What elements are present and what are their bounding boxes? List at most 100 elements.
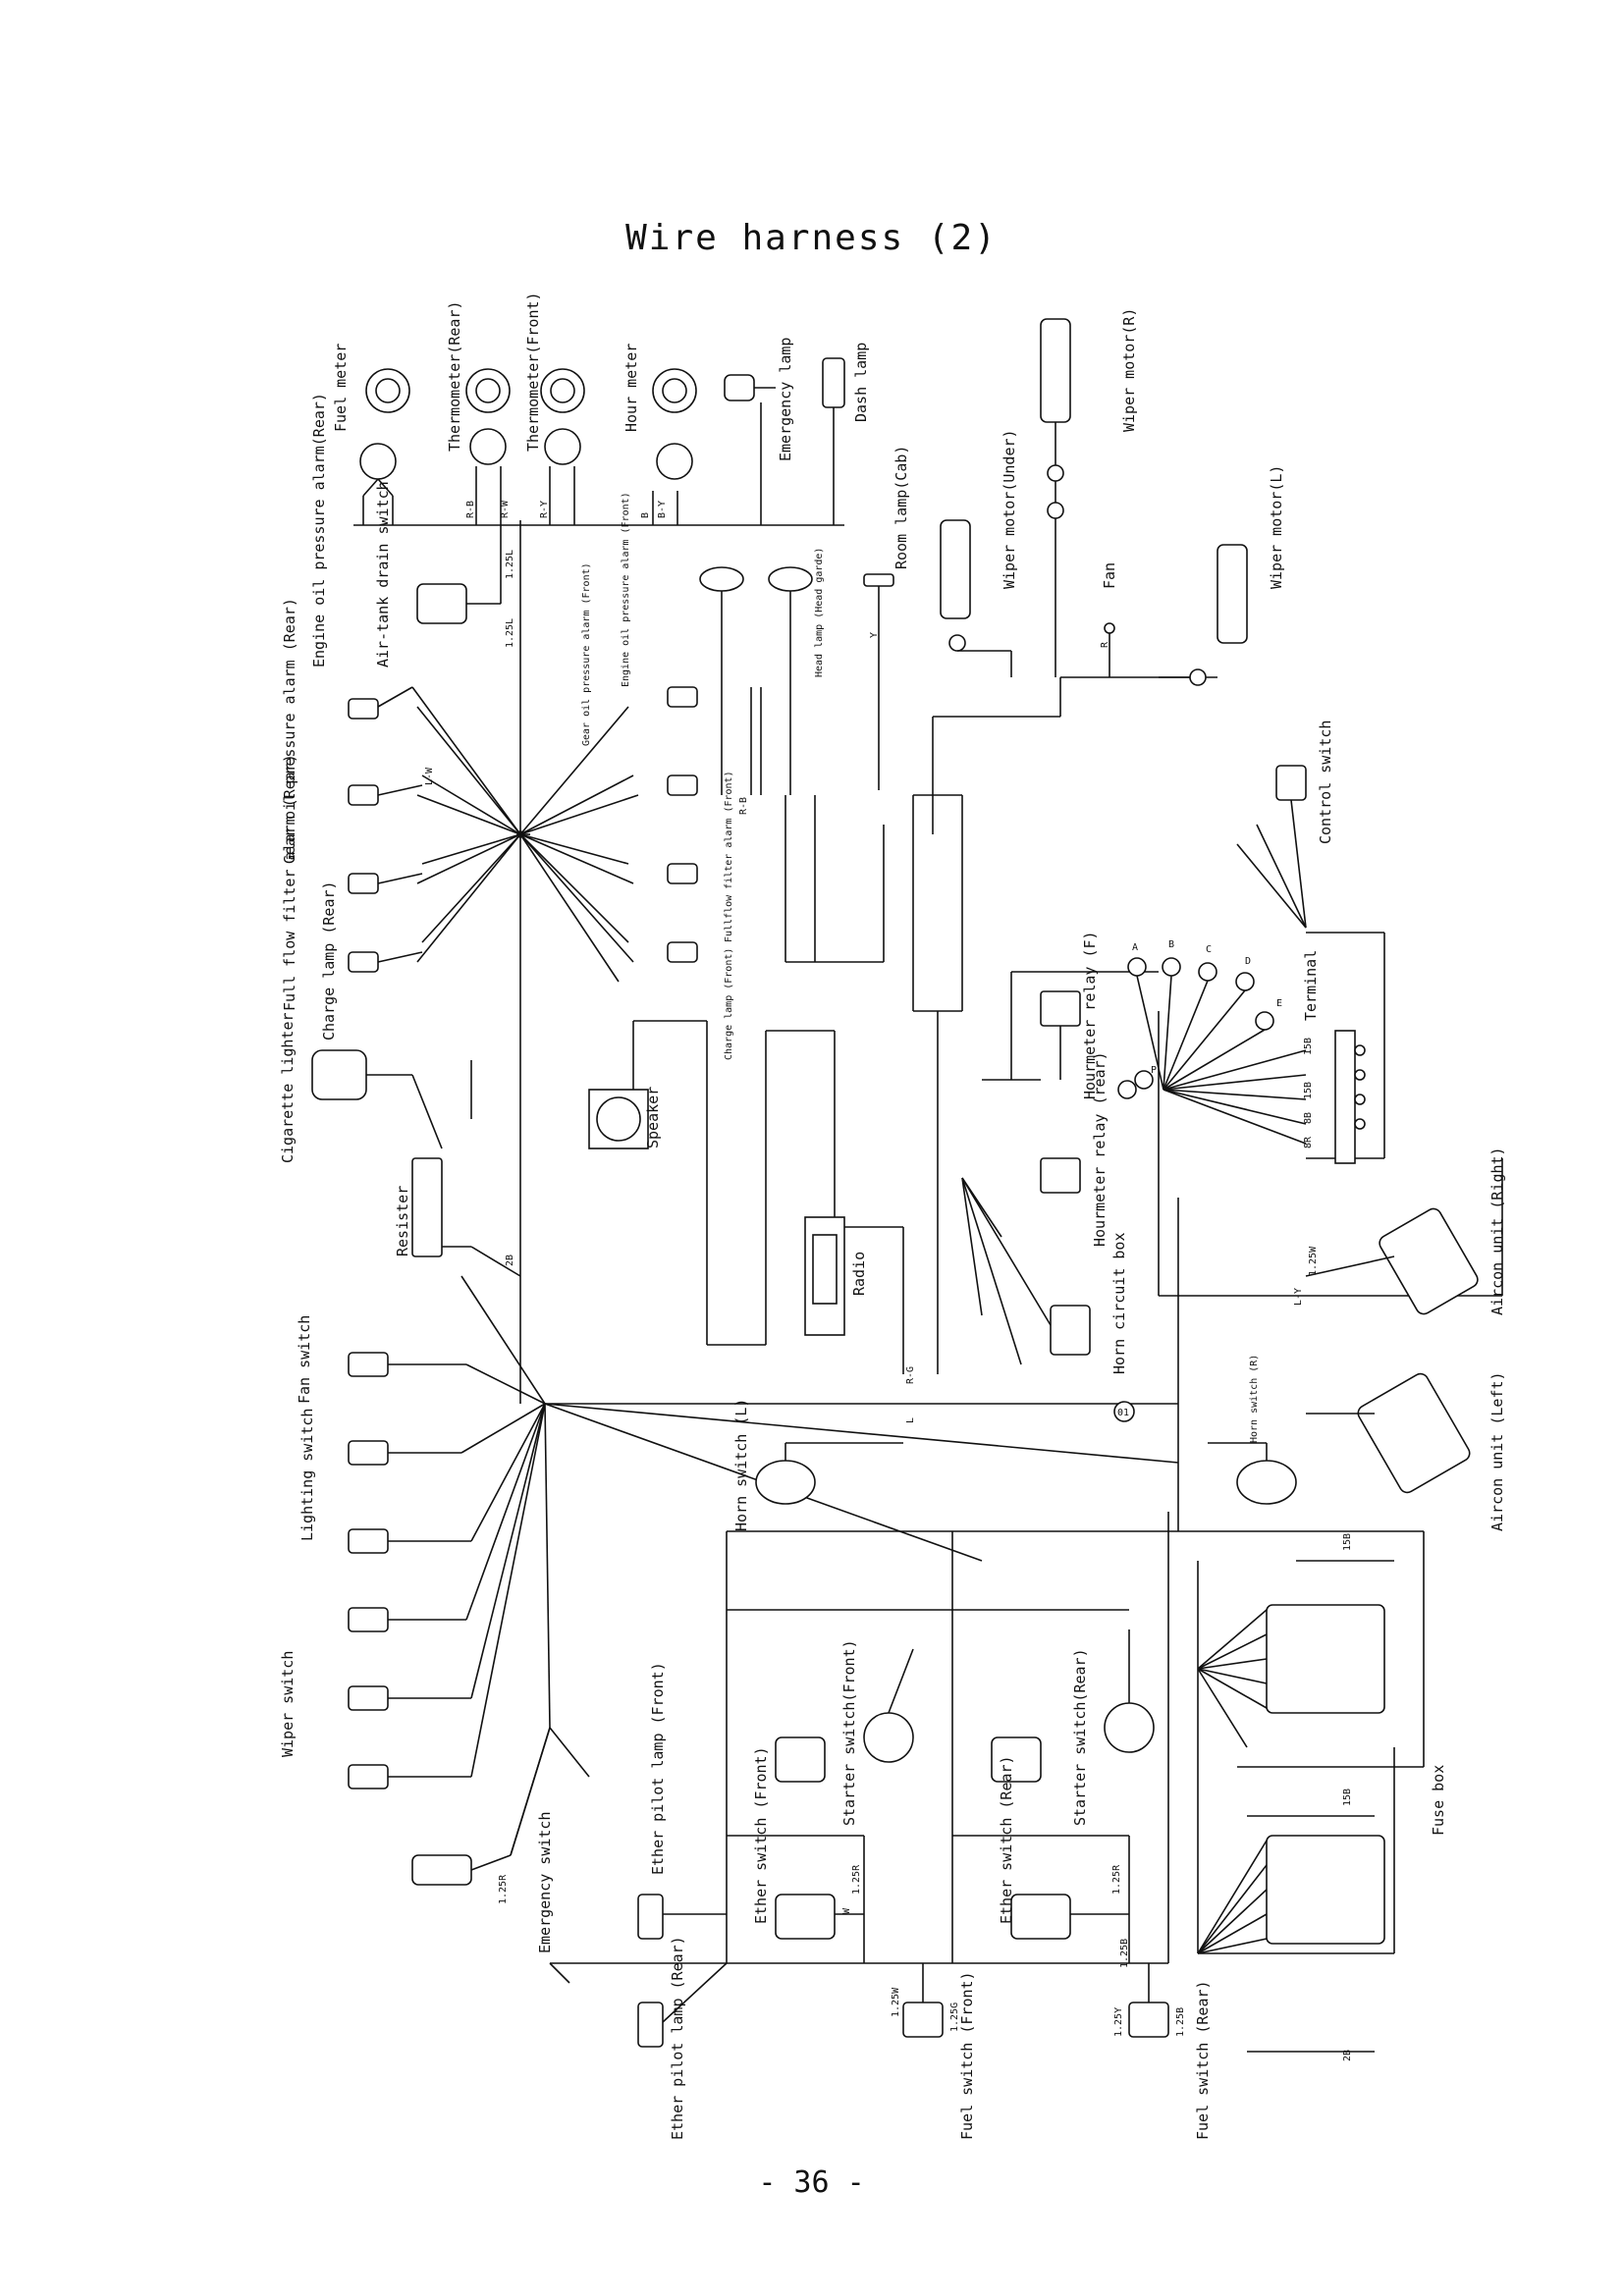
- wiper-motor-r: [1040, 318, 1071, 677]
- fan-connector: [1104, 622, 1115, 677]
- wiper-motor-under: [940, 519, 1012, 677]
- wire-code: R-W: [500, 500, 511, 518]
- label-aircon-unit-left: Aircon unit (Left): [1488, 1371, 1506, 1531]
- head-lamp: [699, 566, 813, 795]
- full-flow-filter-alarm-rear: [348, 873, 423, 894]
- starter-switch-front: [775, 1648, 914, 1783]
- wiper-switch-1: [348, 1607, 466, 1632]
- wire-code: 1.25R: [851, 1864, 862, 1895]
- lighting-switch-2: [348, 1528, 471, 1554]
- wire-code: 1.25L: [505, 550, 515, 579]
- air-tank-drain-switch: [416, 525, 502, 624]
- horn-circuit-box: [961, 1177, 1091, 1365]
- label-wiper-motor-r: Wiper motor(R): [1120, 308, 1138, 432]
- charge-lamp-front: [667, 941, 698, 963]
- label-hourmeter-relay-rear: Hourmeter relay (rear): [1091, 1051, 1109, 1247]
- emergency-switch: [411, 1727, 727, 1984]
- label-radio: Radio: [850, 1252, 868, 1296]
- wire-code: R: [1100, 641, 1110, 648]
- label-emergency-switch: Emergency switch: [536, 1812, 554, 1954]
- engine-oil-pressure-alarm-front: [667, 686, 698, 708]
- connector-label: B: [1168, 939, 1174, 950]
- label-fuel-switch-rear: Fuel switch (Rear): [1194, 1980, 1212, 2140]
- label-full-flow-filter-alarm-front: Fullflow filter alarm (Front): [724, 771, 734, 942]
- ether-pilot-lamp-rear: [637, 1962, 728, 2048]
- thermometer-rear: [465, 368, 511, 525]
- ground-01: [1113, 1401, 1135, 1422]
- label-wiper-motor-under: Wiper motor(Under): [1001, 429, 1018, 589]
- label-gear-oil-pressure-alarm-rear: Gear oil pressure alarm (Rear): [281, 598, 298, 864]
- wire-code: 1.25Y: [1113, 2007, 1124, 2037]
- label-thermometer-front: Thermometer(Front): [524, 292, 542, 452]
- wire-code: B: [640, 512, 651, 518]
- label-starter-switch-front: Starter switch(Front): [840, 1639, 858, 1826]
- starter-switch-rear: [991, 1629, 1155, 1783]
- aircon-unit-left: [1306, 1372, 1471, 1494]
- wire-code: R-G: [905, 1366, 916, 1384]
- label-full-flow-filter-alarm-rear: Full flow filter alarm (Rear): [281, 754, 298, 1011]
- terminal-connectors: [1117, 957, 1307, 1145]
- hourmeter-relay-rear: [1040, 1157, 1081, 1194]
- label-fuel-meter: Fuel meter: [332, 344, 350, 432]
- charge-lamp-rear: [348, 951, 423, 973]
- wire-code: R-B: [738, 797, 749, 815]
- control-switch: [1236, 765, 1307, 929]
- label-horn-switch-r: Horn switch (R): [1249, 1355, 1260, 1443]
- fan-switch: [348, 1352, 466, 1377]
- label-ether-switch-rear: Ether switch (Rear): [998, 1755, 1015, 1924]
- horn-switch-r: [1208, 1442, 1297, 1505]
- fuse-box-upper: [1197, 1560, 1394, 1748]
- label-cigarette-lighter: Cigarette lighter: [279, 1012, 297, 1163]
- wire-code: Y: [869, 632, 880, 638]
- label-engine-oil-pressure-alarm-front: Engine oil pressure alarm (Front): [621, 492, 631, 687]
- horn-switch-l: [755, 1442, 903, 1505]
- wire-code: 1.25B: [1175, 2007, 1186, 2037]
- label-head-lamp: Head lamp (Head garde): [814, 548, 825, 677]
- resister: [411, 1157, 521, 1277]
- gear-oil-pressure-alarm-front: [667, 774, 698, 796]
- wire-code: 8R: [1303, 1136, 1314, 1148]
- terminal-block: [1334, 1030, 1366, 1164]
- label-ether-pilot-lamp-front: Ether pilot lamp (Front): [649, 1662, 667, 1875]
- ether-switch-front: [775, 1836, 865, 1963]
- label-speaker: Speaker: [644, 1087, 662, 1148]
- aircon-unit-right: [1305, 1207, 1479, 1315]
- full-flow-filter-alarm-front: [667, 795, 885, 963]
- label-wiper-motor-l: Wiper motor(L): [1268, 465, 1285, 589]
- fuel-meter: [359, 368, 410, 525]
- connector-label: C: [1206, 944, 1212, 955]
- label-charge-lamp-rear: Charge lamp (Rear): [320, 881, 338, 1041]
- label-fan-switch: Fan switch: [296, 1315, 313, 1404]
- speaker: [588, 1020, 766, 1346]
- label-lighting-switch: Lighting switch: [298, 1409, 316, 1541]
- wire-code: 15B: [1303, 1038, 1314, 1055]
- wire-code: L-Y: [1293, 1288, 1304, 1306]
- label-aircon-unit-right: Aircon unit (Right): [1488, 1147, 1506, 1315]
- connector-label: A: [1132, 942, 1138, 953]
- label-horn-switch-l: Horn switch (L): [732, 1399, 750, 1531]
- page-title: Wire harness (2): [625, 218, 998, 258]
- dash-lamp: [822, 357, 845, 525]
- wiper-motor-l: [1159, 544, 1248, 686]
- radio: [765, 1030, 904, 1374]
- label-fuse-box: Fuse box: [1430, 1765, 1447, 1836]
- label-wiper-switch: Wiper switch: [279, 1651, 297, 1757]
- connector-label: E: [1276, 998, 1282, 1009]
- ether-pilot-lamp-front: [637, 1894, 727, 1940]
- label-fan: Fan: [1101, 562, 1118, 589]
- label-room-lamp-cab: Room lamp(Cab): [893, 446, 910, 569]
- wire-code: 1.25R: [1111, 1864, 1122, 1895]
- engine-oil-pressure-alarm-rear: [348, 686, 413, 720]
- emergency-lamp: [724, 374, 776, 525]
- connector-label: D: [1245, 956, 1251, 967]
- label-engine-oil-pressure-alarm-rear: Engine oil pressure alarm(Rear): [310, 393, 328, 667]
- wire-code: R-Y: [539, 501, 550, 518]
- label-starter-switch-rear: Starter switch(Rear): [1071, 1648, 1089, 1826]
- label-air-tank-drain-switch: Air-tank drain switch: [374, 481, 392, 667]
- wire-code: 1.25W: [891, 1987, 901, 2017]
- alarm-star-junction: [411, 686, 639, 983]
- wire-code: 1.25B: [1119, 1939, 1130, 1968]
- label-hourmeter-relay-f: Hourmeter relay (F): [1081, 931, 1099, 1099]
- hour-meter: [652, 368, 697, 525]
